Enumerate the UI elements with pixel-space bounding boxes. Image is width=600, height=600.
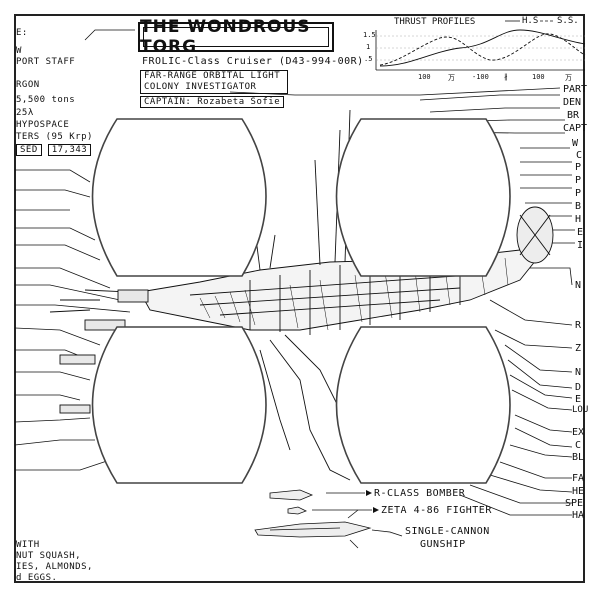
blank-shape-bottom-right <box>335 326 511 484</box>
gunship-label-line1: SINGLE-CANNON <box>405 526 490 537</box>
x-tick: 100 <box>418 73 431 81</box>
right-callout: E <box>577 227 584 238</box>
right-callout: I <box>577 240 584 251</box>
right-callout: HA <box>572 510 585 521</box>
right-callout: SPE <box>565 498 584 509</box>
bottom-note: WITH NUT SQUASH, IES, ALMONDS, d EGGS. <box>16 540 93 584</box>
right-callout: P <box>575 162 582 173</box>
r-class-bomber-drawing <box>269 489 365 501</box>
gunship-label-line2: GUNSHIP <box>420 539 466 550</box>
note-line: WITH <box>16 540 40 550</box>
right-callout: N <box>575 367 582 378</box>
right-leader-lines <box>419 94 575 516</box>
blank-shape-top-right <box>335 118 511 277</box>
right-callout: C <box>576 150 583 161</box>
ship-hatching <box>199 257 509 331</box>
spec-line: TERS (95 Krp) <box>16 132 93 142</box>
note-line: d EGGS. <box>16 573 58 583</box>
note-line: IES, ALMONDS, <box>16 562 93 572</box>
spec-line: E: <box>16 28 28 38</box>
bomber-label: R-CLASS BOMBER <box>374 488 466 499</box>
right-callout: E <box>575 394 582 405</box>
y-tick: 1 <box>366 43 371 51</box>
spec-boxed-label: SED <box>16 144 42 156</box>
right-callout: B <box>575 201 582 212</box>
right-callout: HE <box>572 486 585 497</box>
right-callout: BR <box>567 110 580 121</box>
right-callout: CAPT <box>563 123 588 134</box>
right-callout: N <box>575 280 582 291</box>
x-tick: 100 <box>532 73 545 81</box>
spec-line: W <box>16 46 22 56</box>
blank-overlay-shapes <box>91 118 511 484</box>
y-tick: 1.5 <box>363 31 376 39</box>
spec-line: 25λ <box>16 108 34 118</box>
spec-boxed-row: SED 17,343 <box>16 144 92 156</box>
right-callout: W <box>572 138 579 149</box>
y-tick: .5 <box>364 55 373 63</box>
spec-line: HYPOSPACE <box>16 120 70 130</box>
graph-title: THRUST PROFILES <box>394 17 476 27</box>
single-cannon-gunship-drawing <box>254 509 403 549</box>
thrust-profile-graph <box>375 20 586 71</box>
spec-boxed-value: 17,343 <box>47 144 92 156</box>
ship-class-subtitle: FROLIC-Class Cruiser (D43-994-00R) <box>142 56 364 67</box>
legend-ss: S.S. <box>557 16 579 26</box>
ship-role-box: FAR-RANGE ORBITAL LIGHT COLONY INVESTIGA… <box>140 70 288 94</box>
right-callout: P <box>575 175 582 186</box>
right-callout: P <box>575 188 582 199</box>
role-line-1: FAR-RANGE ORBITAL LIGHT <box>144 71 281 81</box>
right-callout: BL <box>572 452 585 463</box>
spec-line: PORT STAFF <box>16 57 76 67</box>
blank-shape-bottom-left <box>91 326 267 484</box>
zeta-fighter-drawing <box>287 506 372 515</box>
note-line: NUT SQUASH, <box>16 551 82 561</box>
right-callout: H <box>575 214 582 225</box>
x-tick: 万 <box>565 74 572 82</box>
right-callout: D <box>575 382 582 393</box>
right-callout: Z <box>575 343 582 354</box>
right-callout: PART <box>563 84 588 95</box>
right-callout: FA <box>572 473 585 484</box>
ship-title: THE WONDROUS TORG <box>140 17 311 57</box>
left-leader-lines <box>14 169 131 471</box>
right-callout: EX <box>572 427 585 438</box>
spec-line: 5,500 tons <box>16 95 76 105</box>
legend-hs: H.S <box>522 16 539 26</box>
x-tick: -100 <box>472 73 489 81</box>
x-tick: ∦ <box>504 73 508 81</box>
right-callout: C <box>575 440 582 451</box>
x-tick: 万 <box>448 74 455 82</box>
blank-shape-top-left <box>91 118 267 277</box>
fighter-label: ZETA 4-86 FIGHTER <box>381 505 492 516</box>
right-callout: DEN <box>563 97 582 108</box>
title-plate: THE WONDROUS TORG <box>138 17 334 57</box>
captain-box: CAPTAIN: Rozabeta Sofie <box>140 96 285 108</box>
right-callout: LOU <box>572 405 589 415</box>
spec-line: RGON <box>16 80 40 90</box>
role-line-2: COLONY INVESTIGATOR <box>144 82 257 92</box>
right-callout: R <box>575 320 582 331</box>
